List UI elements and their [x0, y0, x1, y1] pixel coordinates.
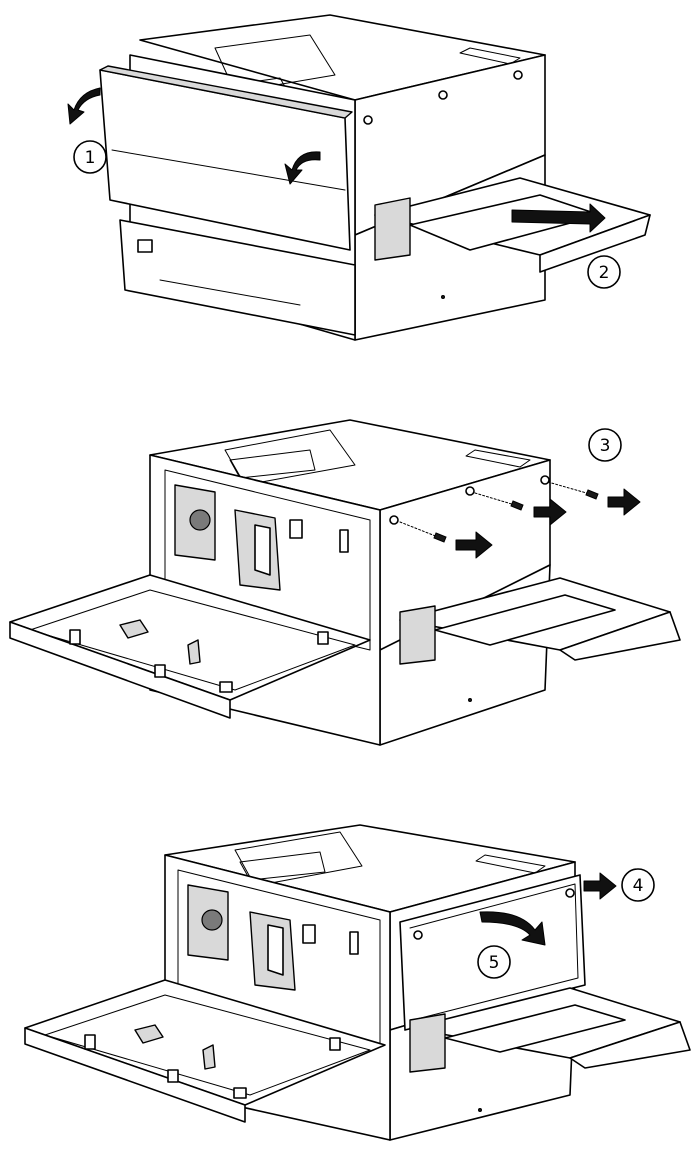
step-1-callout: 1	[73, 140, 107, 174]
panel-3-remove-side-cover: 4 5	[24, 824, 691, 1141]
pull-tray-arrow	[511, 203, 606, 233]
svg-text:2: 2	[599, 263, 610, 283]
printer-body-2	[149, 419, 551, 746]
open-cover-arrow	[67, 87, 101, 125]
remove-screw-arrow-b	[533, 498, 567, 526]
panel-2-remove-screws: 3	[9, 419, 681, 746]
front-cover-opened	[99, 65, 353, 251]
svg-text:1: 1	[85, 148, 96, 168]
screw-a	[399, 521, 447, 543]
remove-screw-arrow-a	[455, 531, 493, 559]
swing-down-cover-arrow	[479, 911, 546, 946]
pull-cover-out-arrow	[583, 872, 617, 900]
panel-1-open-front-cover-and-pull-tray: 1 2	[67, 14, 651, 341]
svg-text:5: 5	[489, 953, 500, 973]
mp-tray-2	[399, 577, 681, 665]
screw-b	[474, 492, 524, 511]
screw-c	[547, 481, 599, 500]
front-door-opened-2	[9, 574, 371, 719]
swing-cover-arrow	[284, 151, 321, 185]
mp-tray-3	[409, 987, 691, 1073]
step-3-callout: 3	[588, 428, 622, 462]
svg-text:3: 3	[600, 436, 611, 456]
step-4-callout: 4	[621, 868, 655, 902]
step-5-callout: 5	[477, 945, 511, 979]
front-door-opened-3	[24, 979, 386, 1123]
svg-text:4: 4	[633, 876, 644, 896]
remove-screw-arrow-c	[607, 488, 641, 516]
step-2-callout: 2	[587, 255, 621, 289]
